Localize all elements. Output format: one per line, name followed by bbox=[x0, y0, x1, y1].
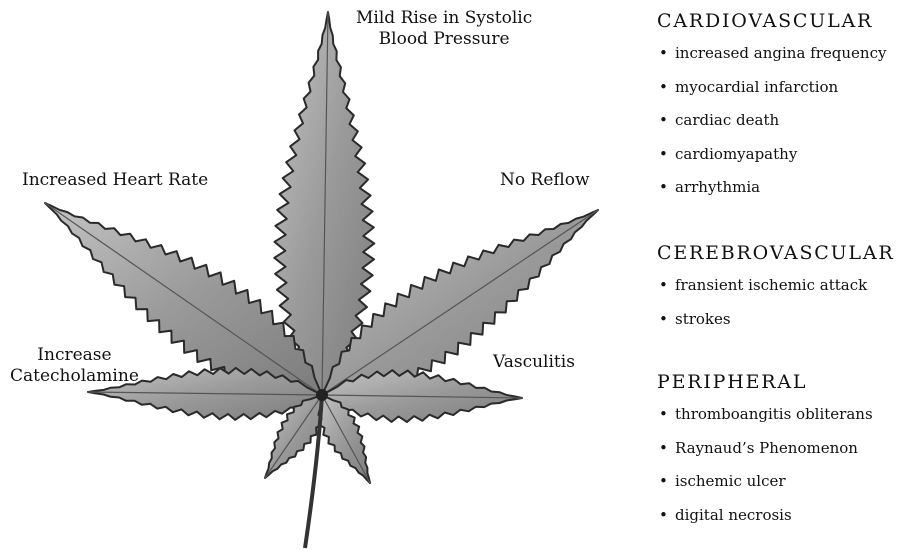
category-title: CEREBROVASCULAR bbox=[657, 242, 902, 264]
list-item: increased angina frequency bbox=[657, 42, 902, 76]
category-title: PERIPHERAL bbox=[657, 371, 902, 393]
cannabis-leaf-illustration bbox=[0, 0, 640, 550]
list-item: ischemic ulcer bbox=[657, 470, 902, 504]
list-item: thromboangitis obliterans bbox=[657, 403, 902, 437]
list-item: cardiomyapathy bbox=[657, 143, 902, 177]
list-item: myocardial infarction bbox=[657, 76, 902, 110]
label-heart-rate: Increased Heart Rate bbox=[22, 170, 208, 191]
list-item: Raynaud’s Phenomenon bbox=[657, 437, 902, 471]
list-item: strokes bbox=[657, 308, 902, 342]
label-vasculitis: Vasculitis bbox=[493, 352, 575, 373]
label-no-reflow: No Reflow bbox=[500, 170, 590, 191]
list-item: fransient ischemic attack bbox=[657, 274, 902, 308]
category-cerebrovascular: CEREBROVASCULAR fransient ischemic attac… bbox=[657, 242, 902, 341]
category-cardiovascular: CARDIOVASCULAR increased angina frequenc… bbox=[657, 10, 902, 210]
category-title: CARDIOVASCULAR bbox=[657, 10, 902, 32]
list-item: digital necrosis bbox=[657, 504, 902, 538]
list-item: arrhythmia bbox=[657, 176, 902, 210]
list-item: cardiac death bbox=[657, 109, 902, 143]
category-peripheral: PERIPHERAL thromboangitis obliterans Ray… bbox=[657, 371, 902, 537]
